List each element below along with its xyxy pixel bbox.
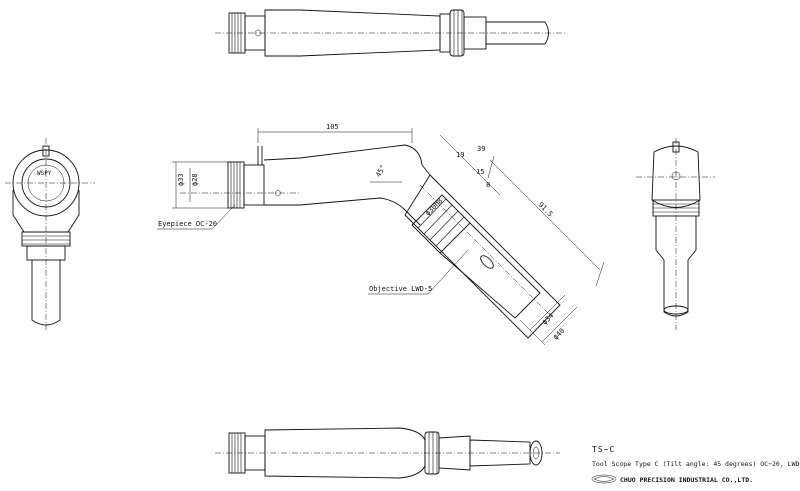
right-view	[636, 138, 715, 330]
eyepiece-label: Eyepiece OC-20	[158, 220, 217, 228]
dim-45: 45°	[374, 164, 387, 179]
objective-label: Objective LWD-5	[369, 285, 432, 293]
dim-phi34: ϕ34	[541, 312, 556, 327]
front-knurl	[230, 162, 241, 208]
dim-phi40: ϕ40	[552, 327, 567, 342]
model-description: Tool Scope Type C (Tilt angle: 45 degree…	[592, 460, 800, 468]
company-logo	[591, 474, 617, 484]
dim-105: 105	[326, 123, 339, 131]
right-knurl	[653, 203, 699, 213]
dim-19: 19	[456, 151, 464, 159]
objective-section	[404, 174, 561, 339]
company-name: CHUO PRECISION INDUSTRIAL CO.,LTD.	[620, 476, 753, 484]
dim-8: 8	[486, 181, 490, 189]
side-marking-text: WSPY	[37, 170, 52, 177]
left-knurl	[22, 235, 70, 245]
dim-phi28: ϕ28	[191, 173, 199, 186]
dim-phi33: ϕ33	[177, 173, 185, 186]
dim-15: 15	[476, 168, 484, 176]
dim-39: 39	[477, 145, 485, 153]
dim-phi30h8: ϕ30h8	[424, 197, 445, 218]
title-block: TS−C Tool Scope Type C (Tilt angle: 45 d…	[591, 445, 800, 484]
top-view	[215, 9, 565, 57]
front-view: 105 45° ϕ33 ϕ28 19 39 15 8 ϕ30h8 91.5 ϕ3…	[157, 123, 605, 346]
top-knurl	[231, 13, 242, 53]
model-title: TS−C	[592, 445, 615, 454]
left-view: WSPY	[5, 138, 95, 330]
bottom-view	[215, 427, 560, 479]
